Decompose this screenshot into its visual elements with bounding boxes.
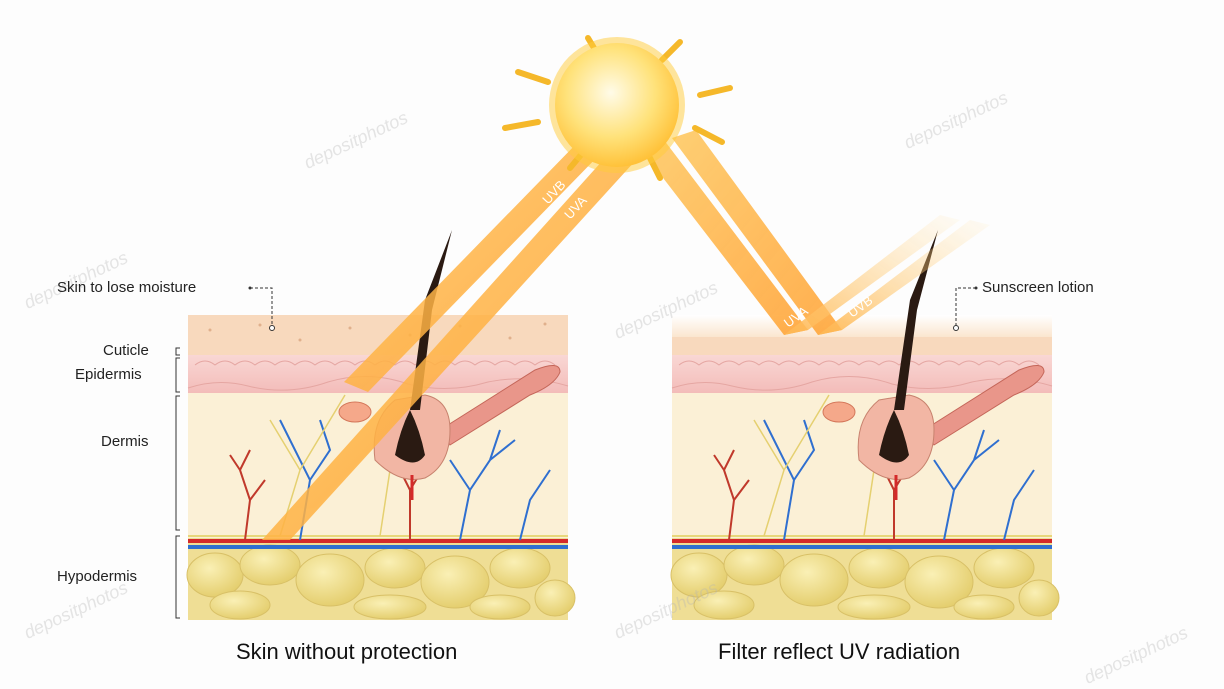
label-hypodermis: Hypodermis <box>57 568 137 585</box>
right-lotion-layer <box>672 315 1052 337</box>
right-cuticle-layer <box>672 337 1052 355</box>
layer-brackets <box>176 348 180 618</box>
label-cuticle: Cuticle <box>103 342 149 359</box>
right-dermis-layer <box>672 393 1052 538</box>
label-epidermis: Epidermis <box>75 366 142 383</box>
caption-right: Filter reflect UV radiation <box>718 639 960 665</box>
label-sunscreen: Sunscreen lotion <box>982 279 1094 296</box>
label-dermis: Dermis <box>101 433 149 450</box>
label-skin-moisture: Skin to lose moisture <box>57 279 196 296</box>
caption-left: Skin without protection <box>236 639 457 665</box>
